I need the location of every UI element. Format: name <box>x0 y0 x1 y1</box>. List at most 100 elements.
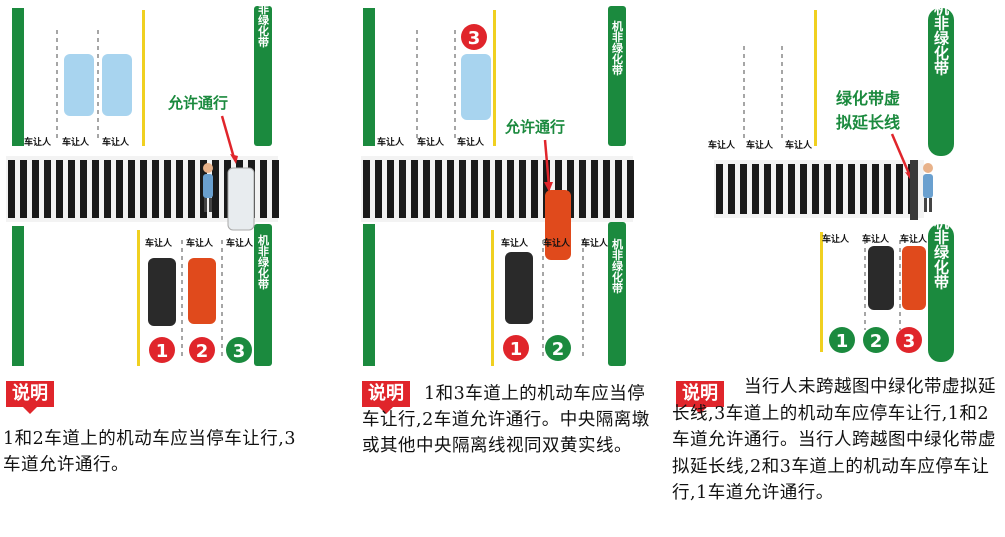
crosswalk-stripe <box>483 160 490 218</box>
crosswalk-stripe <box>836 164 843 214</box>
car-icon <box>188 258 216 324</box>
crosswalk-stripe <box>8 160 15 218</box>
crosswalk-stripe <box>411 160 418 218</box>
yield-label: 车让人 <box>145 237 173 249</box>
crosswalk-stripe <box>872 164 879 214</box>
crosswalk-stripe <box>812 164 819 214</box>
lane-number-2: 2 <box>870 331 883 352</box>
crosswalk-stripe <box>848 164 855 214</box>
crosswalk-stripe <box>579 160 586 218</box>
crosswalk-stripe <box>272 160 279 218</box>
crosswalk-stripe <box>363 160 370 218</box>
yield-label: 车让人 <box>900 233 928 245</box>
crosswalk-stripe <box>128 160 135 218</box>
extension-label-line1: 绿化带虚 <box>836 89 900 108</box>
arrow-icon <box>890 133 912 177</box>
panel-description: 当行人未跨越图中绿化带虚拟延长线,3车道上的机动车应停车让行,1和2车道允许通行… <box>672 377 996 503</box>
car-icon <box>102 54 132 116</box>
car-icon <box>64 54 94 116</box>
yield-label: 车让人 <box>543 237 571 249</box>
yield-label: 车让人 <box>862 233 890 245</box>
crosswalk-stripe <box>555 160 562 218</box>
crosswalk-stripe <box>164 160 171 218</box>
crosswalk-stripe <box>507 160 514 218</box>
green-belt-label-bottom: 机非绿化带 <box>932 214 950 291</box>
center-yellow-line-top <box>814 10 817 146</box>
yield-label: 车让人 <box>186 237 214 249</box>
crosswalk-stripe <box>603 160 610 218</box>
yield-label: 车让人 <box>708 139 736 151</box>
lane-number-1: 1 <box>156 341 169 362</box>
yield-label: 车让人 <box>102 136 130 148</box>
center-yellow-line-bottom <box>820 232 823 352</box>
crosswalk-stripe <box>591 160 598 218</box>
crosswalk-stripe <box>896 164 903 214</box>
crosswalk-stripe <box>387 160 394 218</box>
note-badge: 说明 <box>676 381 724 414</box>
green-belt-label-bottom: 机非绿化带 <box>611 237 624 294</box>
lane-number-2: 2 <box>196 341 209 362</box>
yield-label: 车让人 <box>377 136 405 148</box>
lane-number-3-top: 3 <box>468 28 481 49</box>
diagram-2: 机非绿化带 机非绿化带 3 车让人 车让人 车让人 允许通行 车让人 车让人 车… <box>361 6 634 366</box>
arrow-icon <box>220 115 236 159</box>
crosswalk-stripe <box>519 160 526 218</box>
crosswalk-stripe <box>20 160 27 218</box>
center-yellow-line-bottom <box>137 230 140 366</box>
left-green-line-top <box>12 8 24 146</box>
crosswalk-stripe <box>80 160 87 218</box>
green-belt-top <box>928 8 954 156</box>
arrow-icon <box>543 139 551 187</box>
crosswalk-stripe <box>824 164 831 214</box>
allow-label: 允许通行 <box>504 118 565 136</box>
crosswalk-stripe <box>627 160 634 218</box>
extension-line <box>910 160 918 220</box>
crosswalk-stripe <box>788 164 795 214</box>
green-belt-label-top: 机非绿化带 <box>257 0 270 48</box>
yield-label: 车让人 <box>746 139 774 151</box>
crosswalk-stripe <box>152 160 159 218</box>
crosswalk-stripe <box>188 160 195 218</box>
crosswalk-stripe <box>860 164 867 214</box>
yield-label: 车让人 <box>501 237 529 249</box>
center-yellow-line-top <box>142 10 145 146</box>
crosswalk-stripe <box>800 164 807 214</box>
lane-number-2: 2 <box>552 339 565 360</box>
crosswalk-stripe <box>44 160 51 218</box>
yield-label: 车让人 <box>62 136 90 148</box>
car-icon <box>545 190 571 260</box>
panel-1: 机非绿化带 机非绿化带 车让人 车让人 车让人 允许通行 车让人 车让人 车让人 <box>0 0 335 537</box>
car-icon <box>227 167 255 231</box>
crosswalk-stripe <box>68 160 75 218</box>
lane-number-3: 3 <box>903 331 916 352</box>
crosswalk-stripe <box>32 160 39 218</box>
diagram-3: 机非绿化带 机非绿化带 绿化带虚 拟延长线 车让人 车让人 车让人 车让人 车让… <box>708 0 954 362</box>
yield-label: 车让人 <box>457 136 485 148</box>
green-belt-label-top: 机非绿化带 <box>611 19 624 76</box>
crosswalk-stripe <box>884 164 891 214</box>
crosswalk-stripe <box>423 160 430 218</box>
extension-label-line2: 拟延长线 <box>836 113 900 132</box>
green-belt-bottom <box>254 224 272 366</box>
crosswalk-stripe <box>260 160 267 218</box>
crosswalk-stripe <box>435 160 442 218</box>
panel-3: 机非绿化带 机非绿化带 绿化带虚 拟延长线 车让人 车让人 车让人 车让人 车让… <box>670 0 1005 537</box>
green-belt-top <box>254 6 272 146</box>
pedestrian-icon <box>203 163 213 212</box>
car-icon <box>868 246 894 310</box>
crosswalk-stripe <box>471 160 478 218</box>
crosswalk-stripe <box>399 160 406 218</box>
pedestrian-icon <box>923 163 933 212</box>
car-icon <box>505 252 533 324</box>
left-green-line-bottom <box>12 226 24 366</box>
yield-label: 车让人 <box>822 233 850 245</box>
center-yellow-line-bottom <box>491 230 494 366</box>
crosswalk-stripe <box>740 164 747 214</box>
yield-label: 车让人 <box>226 237 254 249</box>
crosswalk-stripe <box>567 160 574 218</box>
crosswalk-stripe <box>531 160 538 218</box>
crosswalk-stripe <box>459 160 466 218</box>
crosswalk-stripe <box>104 160 111 218</box>
crosswalk-3 <box>714 160 924 218</box>
green-belt-label-bottom: 机非绿化带 <box>257 233 270 290</box>
